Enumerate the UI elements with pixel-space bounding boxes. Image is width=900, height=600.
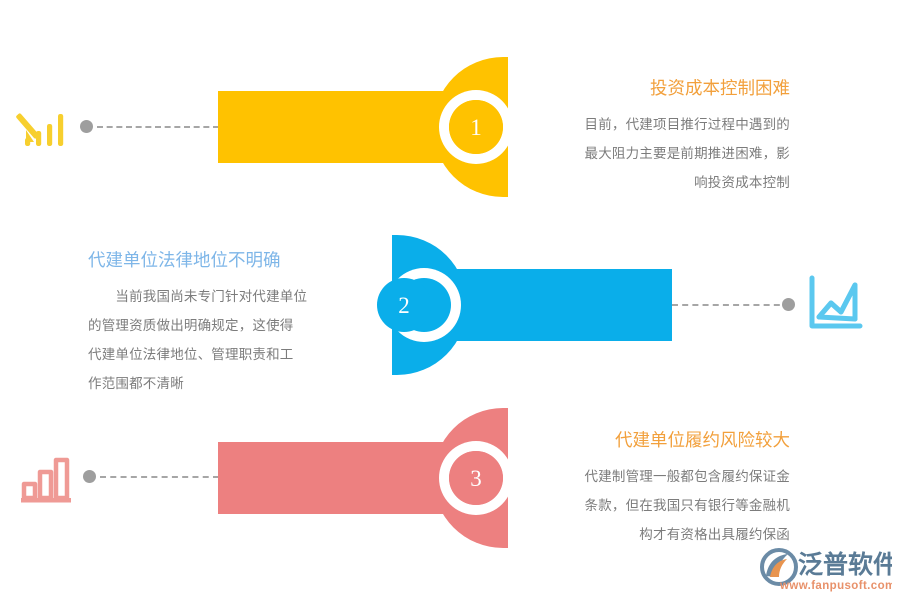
- fanpusoft-logo: 泛普软件 www.fanpusoft.com: [757, 546, 892, 594]
- section-3-body-line-2: 条款，但在我国只有银行等金融机: [584, 498, 790, 513]
- section-3-title: 代建单位履约风险较大: [615, 430, 790, 450]
- section-3-text: 代建单位履约风险较大 代建制管理一般都包含履约保证金 条款，但在我国只有银行等金…: [537, 428, 791, 549]
- connector-dot-3: [83, 470, 96, 483]
- logo-name: 泛普软件: [798, 550, 892, 579]
- line-chart-icon: [808, 275, 866, 333]
- section-1-body-line-1: 目前，代建项目推行过程中遇到的: [584, 117, 790, 132]
- section-2-title: 代建单位法律地位不明确: [88, 250, 281, 270]
- section-1-body-line-3: 响投资成本控制: [694, 175, 790, 190]
- section-3-body-line-3: 构才有资格出具履约保函: [639, 527, 790, 542]
- arrow-band-2: [387, 235, 672, 375]
- section-3-body-line-1: 代建制管理一般都包含履约保证金: [584, 469, 790, 484]
- signal-bars-rising-icon: [16, 100, 74, 158]
- connector-dot-2: [782, 298, 795, 311]
- section-1-body-line-2: 最大阻力主要是前期推进困难，影: [584, 146, 790, 161]
- step-number-3: 3: [449, 451, 503, 505]
- connector-line-2: [672, 304, 790, 306]
- section-2-body-line-4: 作范围都不清晰: [88, 376, 184, 391]
- section-2-body-line-1: 当前我国尚未专门针对代建单位: [88, 289, 308, 304]
- step-number-2: 2: [377, 278, 431, 332]
- section-2-body-line-3: 代建单位法律地位、管理职责和工: [88, 347, 294, 362]
- connector-dot-1: [80, 120, 93, 133]
- section-2-text: 代建单位法律地位不明确 当前我国尚未专门针对代建单位 的管理资质做出明确规定，这…: [88, 248, 343, 398]
- logo-mark-icon: [760, 547, 798, 587]
- bar-chart-icon: [18, 450, 78, 508]
- step-number-1: 1: [449, 100, 503, 154]
- section-2-body-line-2: 的管理资质做出明确规定，这使得: [88, 318, 294, 333]
- section-1-title: 投资成本控制困难: [650, 78, 790, 98]
- connector-line-3: [100, 476, 219, 478]
- section-1-text: 投资成本控制困难 目前，代建项目推行过程中遇到的 最大阻力主要是前期推进困难，影…: [537, 76, 791, 197]
- logo-url: www.fanpusoft.com: [779, 580, 892, 592]
- connector-line-1: [97, 126, 219, 128]
